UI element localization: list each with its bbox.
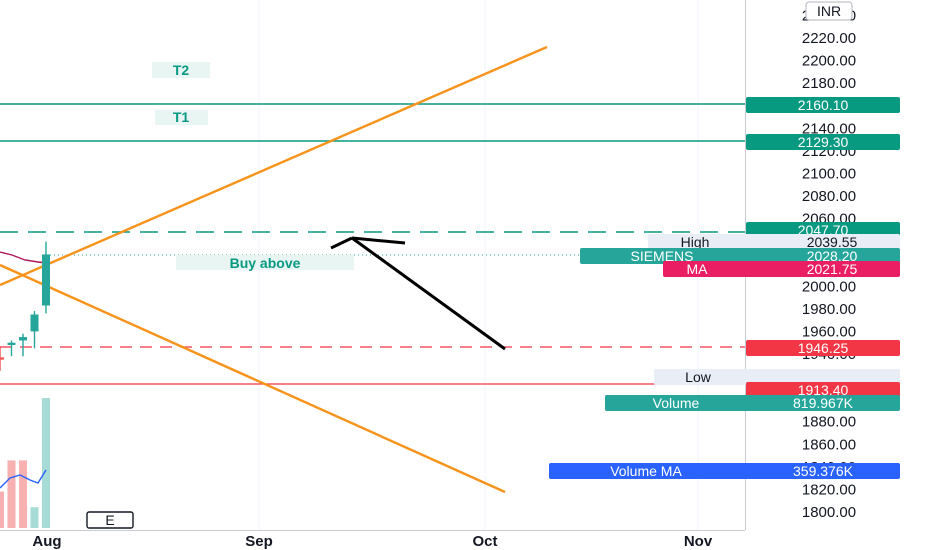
currency-label: INR: [817, 3, 841, 19]
low-label: Low: [685, 369, 712, 385]
volume-ma-label: Volume MA: [610, 463, 682, 479]
t2-label-text: T2: [173, 62, 190, 78]
low-price-tag[interactable]: 1913.40: [746, 382, 900, 398]
volume-bar: [0, 491, 4, 528]
volume-bar: [19, 460, 27, 528]
y-tick-label: 1960.00: [802, 323, 856, 340]
events-button-label: E: [105, 512, 114, 528]
y-tick-label: 2180.00: [802, 75, 856, 92]
candles-group: [0, 241, 50, 371]
symbol-label: SIEMENS: [630, 248, 693, 264]
candle-body: [42, 254, 50, 306]
low-tag[interactable]: Low: [654, 369, 900, 385]
t2-label[interactable]: T2: [152, 62, 210, 78]
high-label: High: [681, 234, 710, 250]
symbol-tag[interactable]: SIEMENS 2028.20: [580, 248, 900, 264]
t2-price-tag[interactable]: 2129.30: [746, 134, 900, 150]
y-tick-label: 1860.00: [802, 436, 856, 453]
t1-label[interactable]: T1: [155, 109, 208, 125]
y-tick-label: 2100.00: [802, 165, 856, 182]
candle-body: [19, 337, 27, 341]
y-tick-label: 1800.00: [802, 504, 856, 521]
low-value: 1913.40: [798, 382, 849, 398]
events-button[interactable]: E: [86, 511, 134, 529]
lower-trendline[interactable]: [0, 263, 506, 494]
volume-ma-tag[interactable]: Volume MA 359.376K: [549, 463, 900, 479]
buy-above-text: Buy above: [230, 255, 301, 271]
candle-body: [0, 357, 4, 360]
ma-line: [0, 251, 47, 264]
currency-button[interactable]: INR: [805, 1, 853, 21]
volume-bars-group: [0, 398, 50, 528]
volume-ma-value: 359.376K: [793, 463, 854, 479]
y-tick-label: 2140.00: [802, 120, 856, 137]
t2-price-text: 2129.30: [798, 134, 849, 150]
upper-trendline[interactable]: [0, 45, 548, 287]
stop-price-text: 1946.25: [798, 340, 849, 356]
x-tick-label: Nov: [684, 533, 713, 550]
y-tick-label: 1820.00: [802, 481, 856, 498]
arrow-drawing[interactable]: [330, 236, 506, 351]
y-tick-label: 1880.00: [802, 414, 856, 431]
symbol-value: 2028.20: [807, 248, 858, 264]
volume-bar: [30, 507, 39, 528]
high-tag[interactable]: High 2039.55: [648, 234, 900, 250]
t1-price-text: 2160.10: [798, 97, 849, 113]
x-tick-label: Aug: [32, 533, 61, 550]
stop-price-tag[interactable]: 1946.25: [746, 340, 900, 356]
x-tick-label: Sep: [245, 533, 273, 550]
volume-tag[interactable]: Volume 819.967K: [605, 395, 900, 411]
x-tick-label: Oct: [472, 533, 497, 550]
y-tick-label: 2000.00: [802, 278, 856, 295]
volume-bar: [7, 460, 16, 528]
volume-ma-line: [0, 469, 47, 489]
volume-bar: [42, 398, 50, 528]
candle-body: [7, 342, 16, 345]
t1-label-text: T1: [173, 109, 190, 125]
ma-value: 2021.75: [807, 261, 858, 277]
y-tick-label: 2200.00: [802, 53, 856, 70]
y-tick-label: 2220.00: [802, 30, 856, 47]
t1-price-tag[interactable]: 2160.10: [746, 97, 900, 113]
y-tick-label: 2080.00: [802, 188, 856, 205]
high-value: 2039.55: [807, 234, 858, 250]
x-axis[interactable]: Aug Sep Oct Nov: [32, 533, 712, 550]
candle-body: [30, 314, 39, 332]
y-tick-label: 1980.00: [802, 301, 856, 318]
ma-label: MA: [687, 261, 709, 277]
volume-label: Volume: [653, 395, 700, 411]
volume-value: 819.967K: [793, 395, 854, 411]
ma-tag[interactable]: MA 2021.75: [663, 261, 900, 277]
buy-above-label[interactable]: Buy above: [176, 255, 354, 271]
